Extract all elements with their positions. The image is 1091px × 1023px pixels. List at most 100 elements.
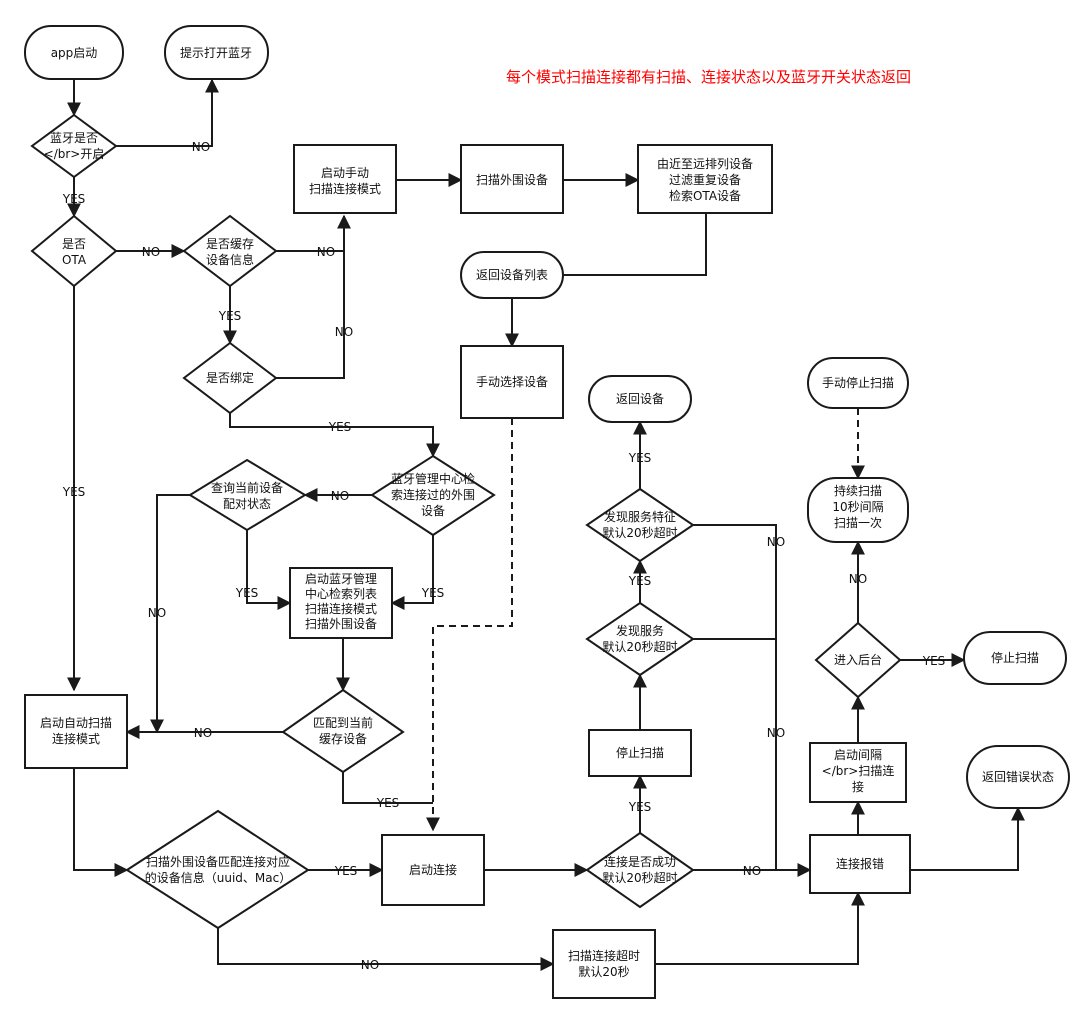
- label-find-service: 发现服务默认20秒超时: [602, 623, 677, 654]
- edge-label-query-yes: YES: [235, 586, 259, 600]
- node-is-ota: [30, 214, 118, 288]
- edge-label-bound-yes: YES: [328, 420, 352, 434]
- node-scan-match: [125, 809, 310, 930]
- label-scan-match: 扫描外围设备匹配连接对应的设备信息（uuid、Mac）: [145, 854, 291, 885]
- node-return-list: [460, 251, 564, 299]
- node-manual-select: [460, 345, 564, 419]
- node-stop-scan: [588, 729, 692, 777]
- edge-label-char-yes: YES: [628, 451, 652, 465]
- label-manual-mode: 启动手动扫描连接模式: [309, 166, 381, 196]
- node-prompt-bt: [164, 25, 269, 80]
- label-auto-mode: 启动自动扫描连接模式: [40, 716, 112, 746]
- label-return-list: 返回设备列表: [476, 268, 548, 282]
- edge-label-service-yes: YES: [628, 574, 652, 588]
- edge-label-cache-yes: YES: [218, 309, 242, 323]
- edge-label-bt-no: NO: [192, 140, 210, 154]
- edge-label-background-yes: YES: [922, 654, 946, 668]
- edge-label-success-yes: YES: [628, 800, 652, 814]
- edge-query-yes-to-start: [246, 530, 292, 610]
- node-return-error: [966, 745, 1070, 809]
- edge-error-to-return-error: [910, 806, 1025, 871]
- node-has-cache: [182, 214, 278, 288]
- edge-label-cache-no: NO: [317, 245, 335, 259]
- label-bt-on: 蓝牙是否</br>开启: [44, 131, 105, 161]
- node-find-service: [585, 601, 695, 677]
- label-has-cache: 是否缓存设备信息: [206, 237, 254, 267]
- node-background: [814, 621, 902, 699]
- edge-match-yes-to-conn: [342, 772, 433, 804]
- edge-label-scanmatch-yes: YES: [334, 864, 358, 878]
- node-manual-mode: [293, 144, 397, 214]
- label-match-cache: 匹配到当前缓存设备: [313, 715, 373, 746]
- node-scan-periph: [460, 144, 564, 214]
- edge-bound-yes-to-center: [229, 413, 440, 458]
- node-sort-filter: [637, 144, 773, 214]
- node-conn-success: [585, 831, 695, 909]
- label-background: 进入后台: [834, 652, 882, 667]
- red-note: 每个模式扫描连接都有扫描、连接状态以及蓝牙开关状态返回: [506, 68, 911, 86]
- label-query-pair: 查询当前设备配对状态: [211, 480, 283, 511]
- edge-auto-to-scanmatch: [73, 768, 129, 877]
- node-stop-scan2: [963, 631, 1067, 685]
- node-query-pair: [188, 458, 307, 532]
- node-start: [24, 25, 124, 80]
- label-start: app启动: [51, 46, 98, 60]
- node-auto-mode: [24, 694, 128, 769]
- label-bt-center-start: 启动蓝牙管理中心检索列表扫描连接模式扫描外围设备: [305, 571, 377, 631]
- label-conn-success: 连接是否成功默认20秒超时: [602, 854, 677, 885]
- node-return-device: [588, 375, 692, 423]
- edge-bound-no-to-manual: [276, 251, 345, 379]
- node-bt-on: [30, 113, 118, 179]
- edge-char-no-to-error: [693, 524, 777, 870]
- edge-label-match-yes: YES: [376, 796, 400, 810]
- label-manual-select: 手动选择设备: [476, 375, 548, 389]
- edge-label-char-no: NO: [767, 535, 785, 549]
- label-find-char: 发现服务特征默认20秒超时: [602, 509, 677, 540]
- shapes: [24, 25, 1070, 999]
- node-match-cache: [281, 688, 405, 774]
- edge-label-center-no: NO: [331, 489, 349, 503]
- edges: [67, 78, 1025, 971]
- edge-label-match-no: NO: [194, 726, 212, 740]
- edge-label-ota-no: NO: [142, 245, 160, 259]
- label-prompt-bt: 提示打开蓝牙: [180, 45, 252, 60]
- edge-scanmatch-no-to-timeout: [217, 928, 555, 971]
- label-return-error: 返回错误状态: [982, 770, 1054, 784]
- edge-label-query-no: NO: [148, 606, 166, 620]
- edge-label-scanmatch-no: NO: [361, 958, 379, 972]
- edge-label-bt-yes: YES: [62, 192, 86, 206]
- label-scan-periph: 扫描外围设备: [476, 173, 548, 187]
- edge-labels: NO YES NO YES NO YES NO YES NO YES YES N…: [62, 140, 946, 972]
- label-scan-timeout: 扫描连接超时默认20秒: [568, 948, 640, 979]
- node-bt-center-start: [289, 567, 393, 639]
- edge-select-to-conn-dashed: [426, 418, 513, 832]
- node-start-conn: [381, 834, 485, 906]
- edge-label-bound-no: NO: [335, 325, 353, 339]
- node-conn-error: [809, 834, 911, 894]
- edge-label-center-yes: YES: [421, 586, 445, 600]
- node-find-char: [585, 487, 695, 563]
- edge-sort-to-list: [563, 213, 707, 276]
- label-stop-scan2: 停止扫描: [991, 650, 1039, 665]
- edge-label-background-no: NO: [849, 572, 867, 586]
- edge-timeout-to-error: [655, 891, 865, 965]
- label-stop-scan: 停止扫描: [616, 745, 664, 760]
- label-interval-scan: 启动间隔</br>扫描连接: [822, 748, 895, 794]
- label-sort-filter: 由近至远排列设备过滤重复设备检索OTA设备: [657, 157, 753, 203]
- edge-center-yes-to-start: [390, 535, 434, 610]
- edge-query-no-to-auto: [150, 494, 190, 734]
- edge-label-ota-yes: YES: [62, 485, 86, 499]
- label-conn-error: 连接报错: [836, 856, 884, 871]
- label-start-conn: 启动连接: [409, 862, 457, 877]
- node-manual-stop: [807, 357, 909, 409]
- edge-label-success-no: NO: [743, 864, 761, 878]
- label-manual-stop: 手动停止扫描: [822, 375, 894, 390]
- node-bt-center-check: [370, 454, 496, 537]
- node-is-bound: [182, 341, 278, 415]
- node-scan-timeout: [552, 929, 656, 999]
- label-bt-center-check: 蓝牙管理中心检索连接过的外围设备: [391, 471, 475, 518]
- label-is-bound: 是否绑定: [206, 370, 254, 385]
